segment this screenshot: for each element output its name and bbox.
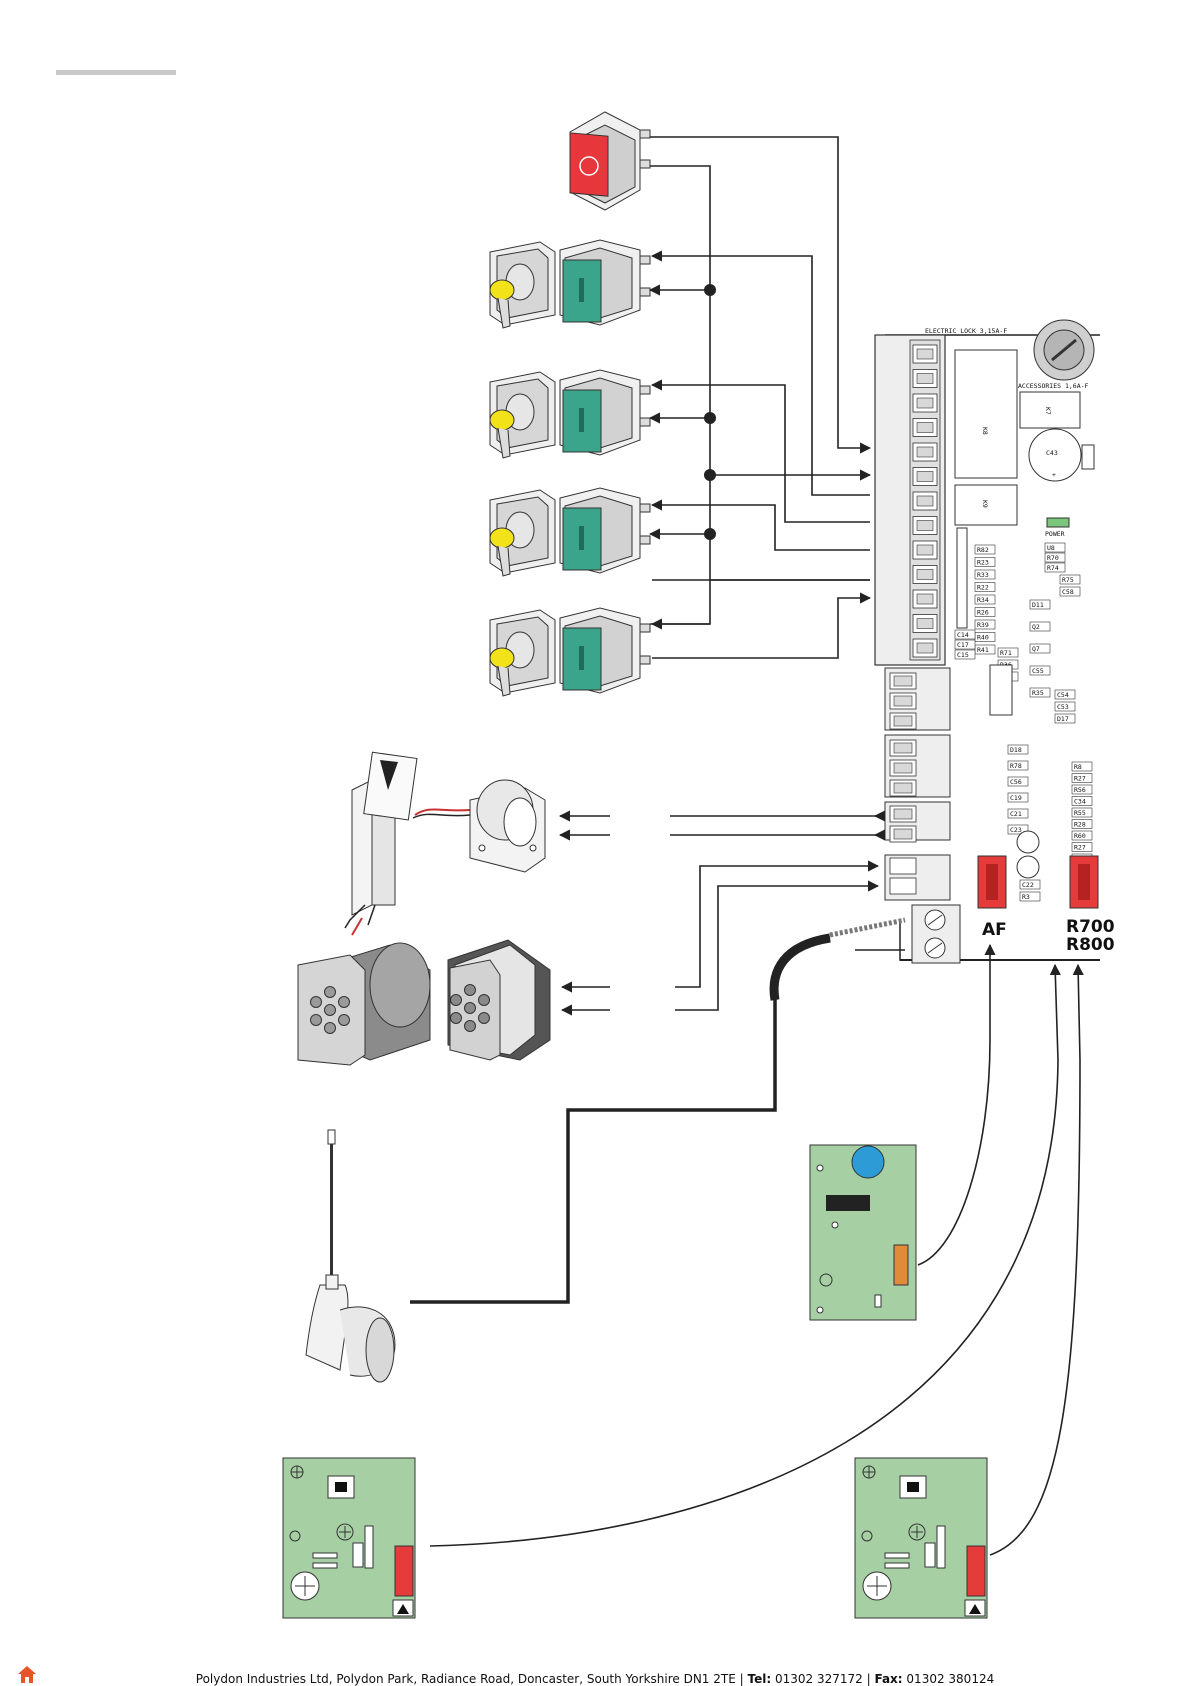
svg-text:C53: C53 (1057, 703, 1069, 711)
svg-text:R78: R78 (1010, 762, 1022, 770)
antenna-icon (305, 1129, 396, 1383)
wire-junctions (704, 284, 716, 540)
keypad-icon (297, 939, 551, 1066)
svg-text:C43: C43 (1046, 449, 1058, 457)
svg-text:R26: R26 (977, 609, 989, 617)
green-button-icon (559, 369, 651, 456)
svg-text:C17: C17 (957, 641, 969, 649)
power-label: POWER (1045, 530, 1065, 538)
antenna-terminal (911, 904, 961, 964)
svg-text:R28: R28 (1074, 821, 1086, 829)
footer-tel-label: Tel: (747, 1672, 772, 1686)
svg-text:R55: R55 (1074, 809, 1086, 817)
footer-tel: 01302 327172 (774, 1672, 863, 1686)
footer: Polydon Industries Ltd, Polydon Park, Ra… (195, 1672, 995, 1686)
svg-text:R56: R56 (1074, 786, 1086, 794)
svg-text:R3: R3 (1022, 893, 1030, 901)
relay-k7 (1019, 391, 1081, 429)
af-receiver-card-icon (809, 1144, 917, 1321)
footer-company: Polydon Industries Ltd, Polydon Park, Ra… (195, 1672, 736, 1686)
svg-text:C22: C22 (1022, 881, 1034, 889)
svg-text:C55: C55 (1032, 667, 1044, 675)
svg-text:R35: R35 (1032, 689, 1044, 697)
svg-text:R27: R27 (1074, 844, 1086, 852)
connector-r700 (1069, 855, 1099, 909)
svg-text:R34: R34 (977, 596, 989, 604)
header-rule (56, 70, 176, 75)
svg-text:D18: D18 (1010, 746, 1022, 754)
key-switch-icon (489, 609, 556, 697)
wiring (429, 136, 1084, 1556)
svg-text:R75: R75 (1062, 576, 1074, 584)
power-led (1046, 517, 1070, 528)
svg-text:U8: U8 (1047, 544, 1055, 552)
home-icon[interactable] (16, 1664, 38, 1684)
terminal-block-main (874, 334, 946, 666)
terminal-block-lower (884, 667, 951, 901)
svg-text:+: + (1052, 471, 1056, 479)
capacitor-c21 (1016, 830, 1040, 854)
svg-text:R71: R71 (1000, 649, 1012, 657)
svg-text:C34: C34 (1074, 798, 1086, 806)
green-button-icon (559, 239, 651, 326)
antenna-coax (410, 917, 906, 1304)
svg-text:R22: R22 (977, 584, 989, 592)
connector-r800-label: R800 (1066, 935, 1115, 955)
r700-card-icon (282, 1457, 416, 1619)
svg-text:D11: D11 (1032, 601, 1044, 609)
relay-k8 (954, 349, 1018, 479)
stop-button-icon (569, 111, 651, 211)
key-switch-icon (489, 489, 556, 577)
connector-af (977, 855, 1007, 909)
relay-k8-label: K8 (981, 427, 989, 435)
key-switch-icon (489, 241, 556, 329)
svg-text:C56: C56 (1010, 778, 1022, 786)
control-board: ELECTRIC LOCK 3,15A-F ACCESSORIES 1,6A-F… (874, 319, 1115, 964)
key-switch-icon (489, 371, 556, 459)
r800-card-icon (854, 1457, 988, 1619)
ic-u8 (989, 664, 1013, 716)
svg-text:C15: C15 (957, 651, 969, 659)
svg-text:R39: R39 (977, 621, 989, 629)
svg-text:C54: C54 (1057, 691, 1069, 699)
svg-text:C14: C14 (957, 631, 969, 639)
svg-text:R23: R23 (977, 559, 989, 567)
accessories-label: ACCESSORIES 1,6A-F (1018, 382, 1089, 390)
relay-k9-label: K9 (981, 500, 989, 508)
svg-text:C19: C19 (1010, 794, 1022, 802)
relay-k9 (954, 484, 1018, 526)
connector-af-label: AF (982, 920, 1007, 940)
svg-text:Q7: Q7 (1032, 645, 1040, 653)
fuse-icon (1033, 319, 1095, 381)
svg-text:R74: R74 (1047, 564, 1059, 572)
svg-text:R41: R41 (977, 646, 989, 654)
svg-text:C21: C21 (1010, 810, 1022, 818)
footer-fax: 01302 380124 (906, 1672, 995, 1686)
svg-text:C23: C23 (1010, 826, 1022, 834)
svg-text:D17: D17 (1057, 715, 1069, 723)
svg-text:R27: R27 (1074, 775, 1086, 783)
green-button-icon (559, 607, 651, 694)
capacitor-c23 (1016, 855, 1040, 879)
svg-text:C58: C58 (1062, 588, 1074, 596)
connector-r700-label: R700 (1066, 917, 1115, 937)
green-button-icon (559, 487, 651, 574)
relay-k7-label: K7 (1044, 407, 1052, 415)
svg-text:R33: R33 (977, 571, 989, 579)
svg-text:R82: R82 (977, 546, 989, 554)
electric-lock-label: ELECTRIC LOCK 3,15A-F (925, 327, 1007, 335)
card-reader-icon (344, 751, 546, 936)
svg-text:R40: R40 (977, 634, 989, 642)
svg-text:R70: R70 (1047, 554, 1059, 562)
svg-text:R8: R8 (1074, 763, 1082, 771)
footer-fax-label: Fax: (874, 1672, 903, 1686)
svg-text:Q2: Q2 (1032, 623, 1040, 631)
capacitor-c43: C43 + (1028, 428, 1082, 482)
svg-text:R60: R60 (1074, 832, 1086, 840)
